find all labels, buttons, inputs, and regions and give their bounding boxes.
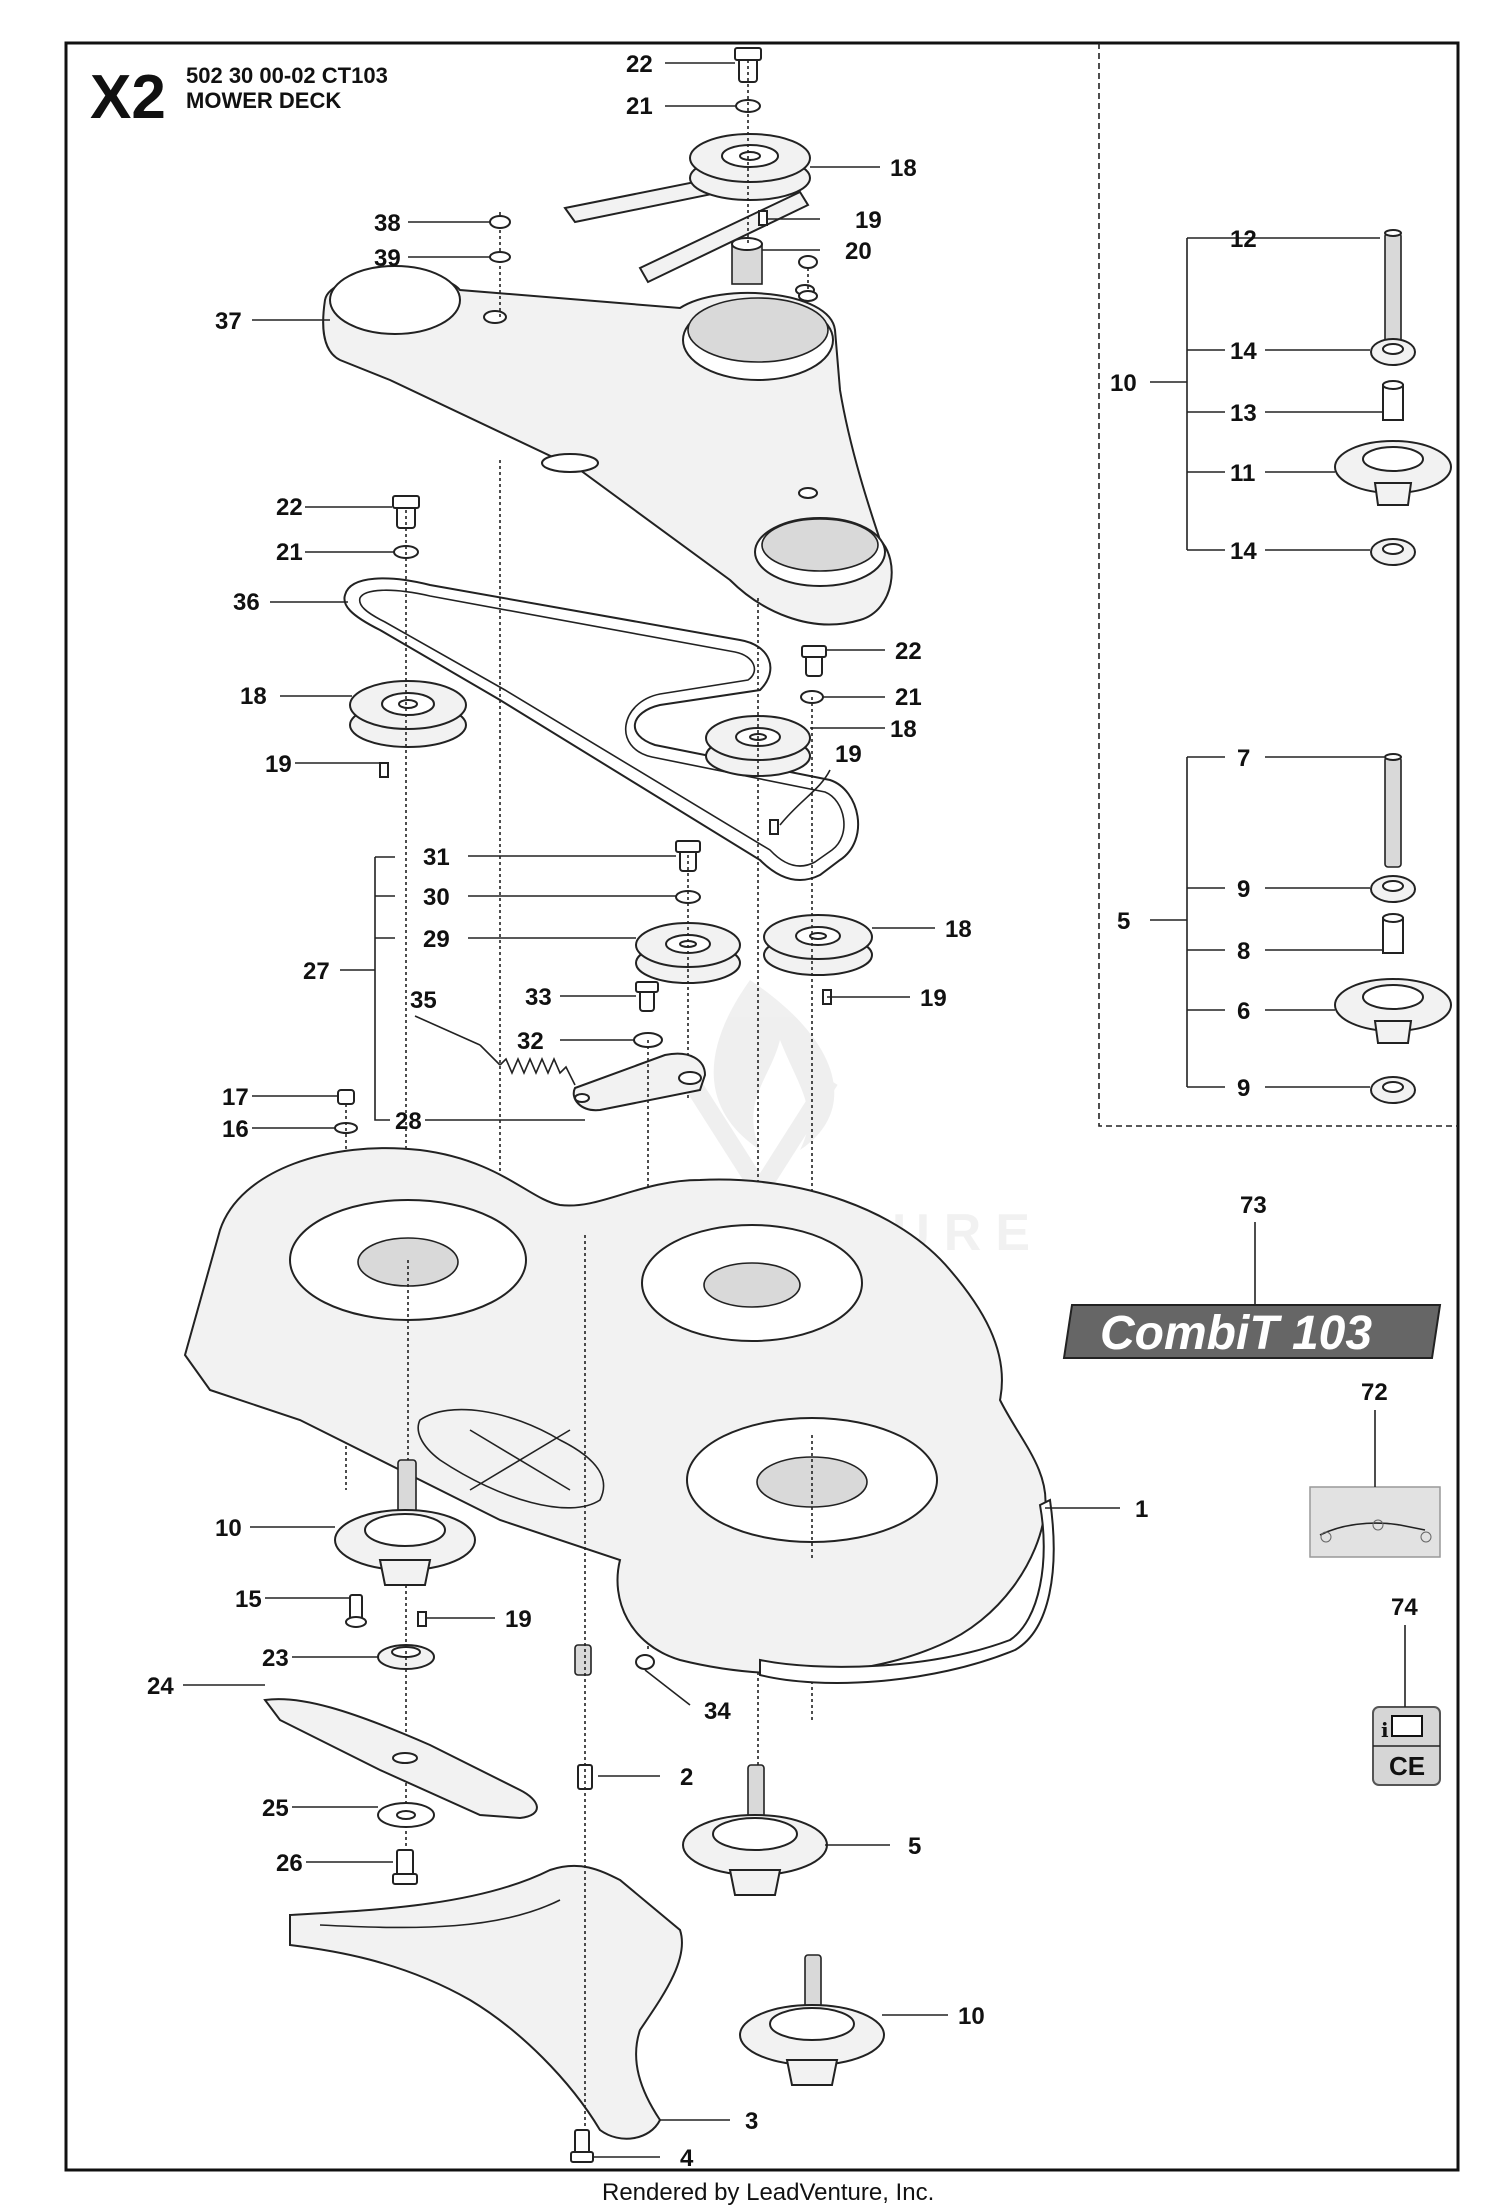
label-18: 18 <box>945 916 972 943</box>
label-30: 30 <box>423 884 450 911</box>
label-5: 5 <box>1117 908 1130 935</box>
label-28: 28 <box>395 1108 422 1135</box>
label-22: 22 <box>276 494 303 521</box>
pulley-18-left <box>349 495 467 1530</box>
label-21: 21 <box>626 93 653 120</box>
label-29: 29 <box>423 926 450 953</box>
label-20: 20 <box>845 238 872 265</box>
label-32: 32 <box>517 1028 544 1055</box>
label-39: 39 <box>374 245 401 272</box>
belt-cover-37 <box>322 212 893 626</box>
label-34: 34 <box>704 1698 731 1725</box>
label-3: 3 <box>745 2108 758 2135</box>
spindle-10-right <box>739 1954 885 2086</box>
label-72: 72 <box>1361 1379 1388 1406</box>
label-21: 21 <box>895 684 922 711</box>
label-16: 16 <box>222 1116 249 1143</box>
screw-38-39 <box>489 215 818 302</box>
label-19: 19 <box>920 985 947 1012</box>
label-2: 2 <box>680 1764 693 1791</box>
label-22: 22 <box>895 638 922 665</box>
svg-text:i: i <box>1381 1718 1389 1742</box>
label-19: 19 <box>855 207 882 234</box>
label-17: 17 <box>222 1084 249 1111</box>
label-27: 27 <box>303 958 330 985</box>
diagram-frame <box>64 41 1460 2172</box>
label-31: 31 <box>423 844 450 871</box>
label-33: 33 <box>525 984 552 1011</box>
part-number: 502 30 00-02 CT103 <box>186 63 388 88</box>
label-10: 10 <box>215 1515 242 1542</box>
label-35: 35 <box>410 987 437 1014</box>
decal-72 <box>1309 1486 1441 1558</box>
label-1: 1 <box>1135 1496 1148 1523</box>
label-37: 37 <box>215 308 242 335</box>
label-23: 23 <box>262 1645 289 1672</box>
label-9: 9 <box>1237 1075 1250 1102</box>
label-25: 25 <box>262 1795 289 1822</box>
label-19: 19 <box>835 741 862 768</box>
decal-73-text: CombiT 103 <box>1100 1307 1372 1360</box>
label-13: 13 <box>1230 400 1257 427</box>
spring-35 <box>479 1044 576 1086</box>
label-4: 4 <box>680 2145 694 2172</box>
label-22: 22 <box>626 51 653 78</box>
label-10: 10 <box>1110 370 1137 397</box>
label-10: 10 <box>958 2003 985 2030</box>
label-11: 11 <box>1230 460 1255 487</box>
section-title: MOWER DECK <box>186 88 341 113</box>
idler-pulley-29 <box>635 840 741 1100</box>
label-74: 74 <box>1391 1594 1418 1621</box>
callout-labels: 22 21 18 19 20 38 39 37 22 21 36 18 19 2… <box>147 51 1418 2172</box>
subassembly-box <box>1098 43 1458 1127</box>
label-36: 36 <box>233 589 260 616</box>
decal-73: CombiT 103 <box>1062 1304 1442 1360</box>
label-6: 6 <box>1237 998 1250 1025</box>
label-24: 24 <box>147 1673 174 1700</box>
subassembly-5 <box>1334 753 1452 1104</box>
spindle-5-center <box>574 1235 828 2130</box>
label-9: 9 <box>1237 876 1250 903</box>
drive-belt-36 <box>343 577 859 881</box>
top-pulley-group <box>563 47 811 285</box>
label-19: 19 <box>505 1606 532 1633</box>
discharge-chute-3 <box>289 1864 683 2163</box>
blade-24 <box>263 1698 538 1885</box>
footer-credit: Rendered by LeadVenture, Inc. <box>602 2179 934 2206</box>
label-5: 5 <box>908 1833 921 1860</box>
label-38: 38 <box>374 210 401 237</box>
subassembly-10 <box>1334 229 1452 566</box>
idler-arm-28 <box>572 981 707 1650</box>
label-14: 14 <box>1230 338 1257 365</box>
label-15: 15 <box>235 1586 262 1613</box>
decal-74: i CE <box>1372 1706 1441 1786</box>
leader-lines <box>183 62 1406 2158</box>
label-26: 26 <box>276 1850 303 1877</box>
label-73: 73 <box>1240 1192 1267 1219</box>
label-18: 18 <box>890 716 917 743</box>
label-14: 14 <box>1230 538 1257 565</box>
label-19: 19 <box>265 751 292 778</box>
label-21: 21 <box>276 539 303 566</box>
section-code: X2 <box>90 63 166 132</box>
svg-text:CE: CE <box>1389 1751 1425 1781</box>
label-7: 7 <box>1237 745 1250 772</box>
label-12: 12 <box>1230 226 1257 253</box>
label-8: 8 <box>1237 938 1250 965</box>
spindle-10-left <box>334 1459 476 1875</box>
label-18: 18 <box>240 683 267 710</box>
label-18: 18 <box>890 155 917 182</box>
